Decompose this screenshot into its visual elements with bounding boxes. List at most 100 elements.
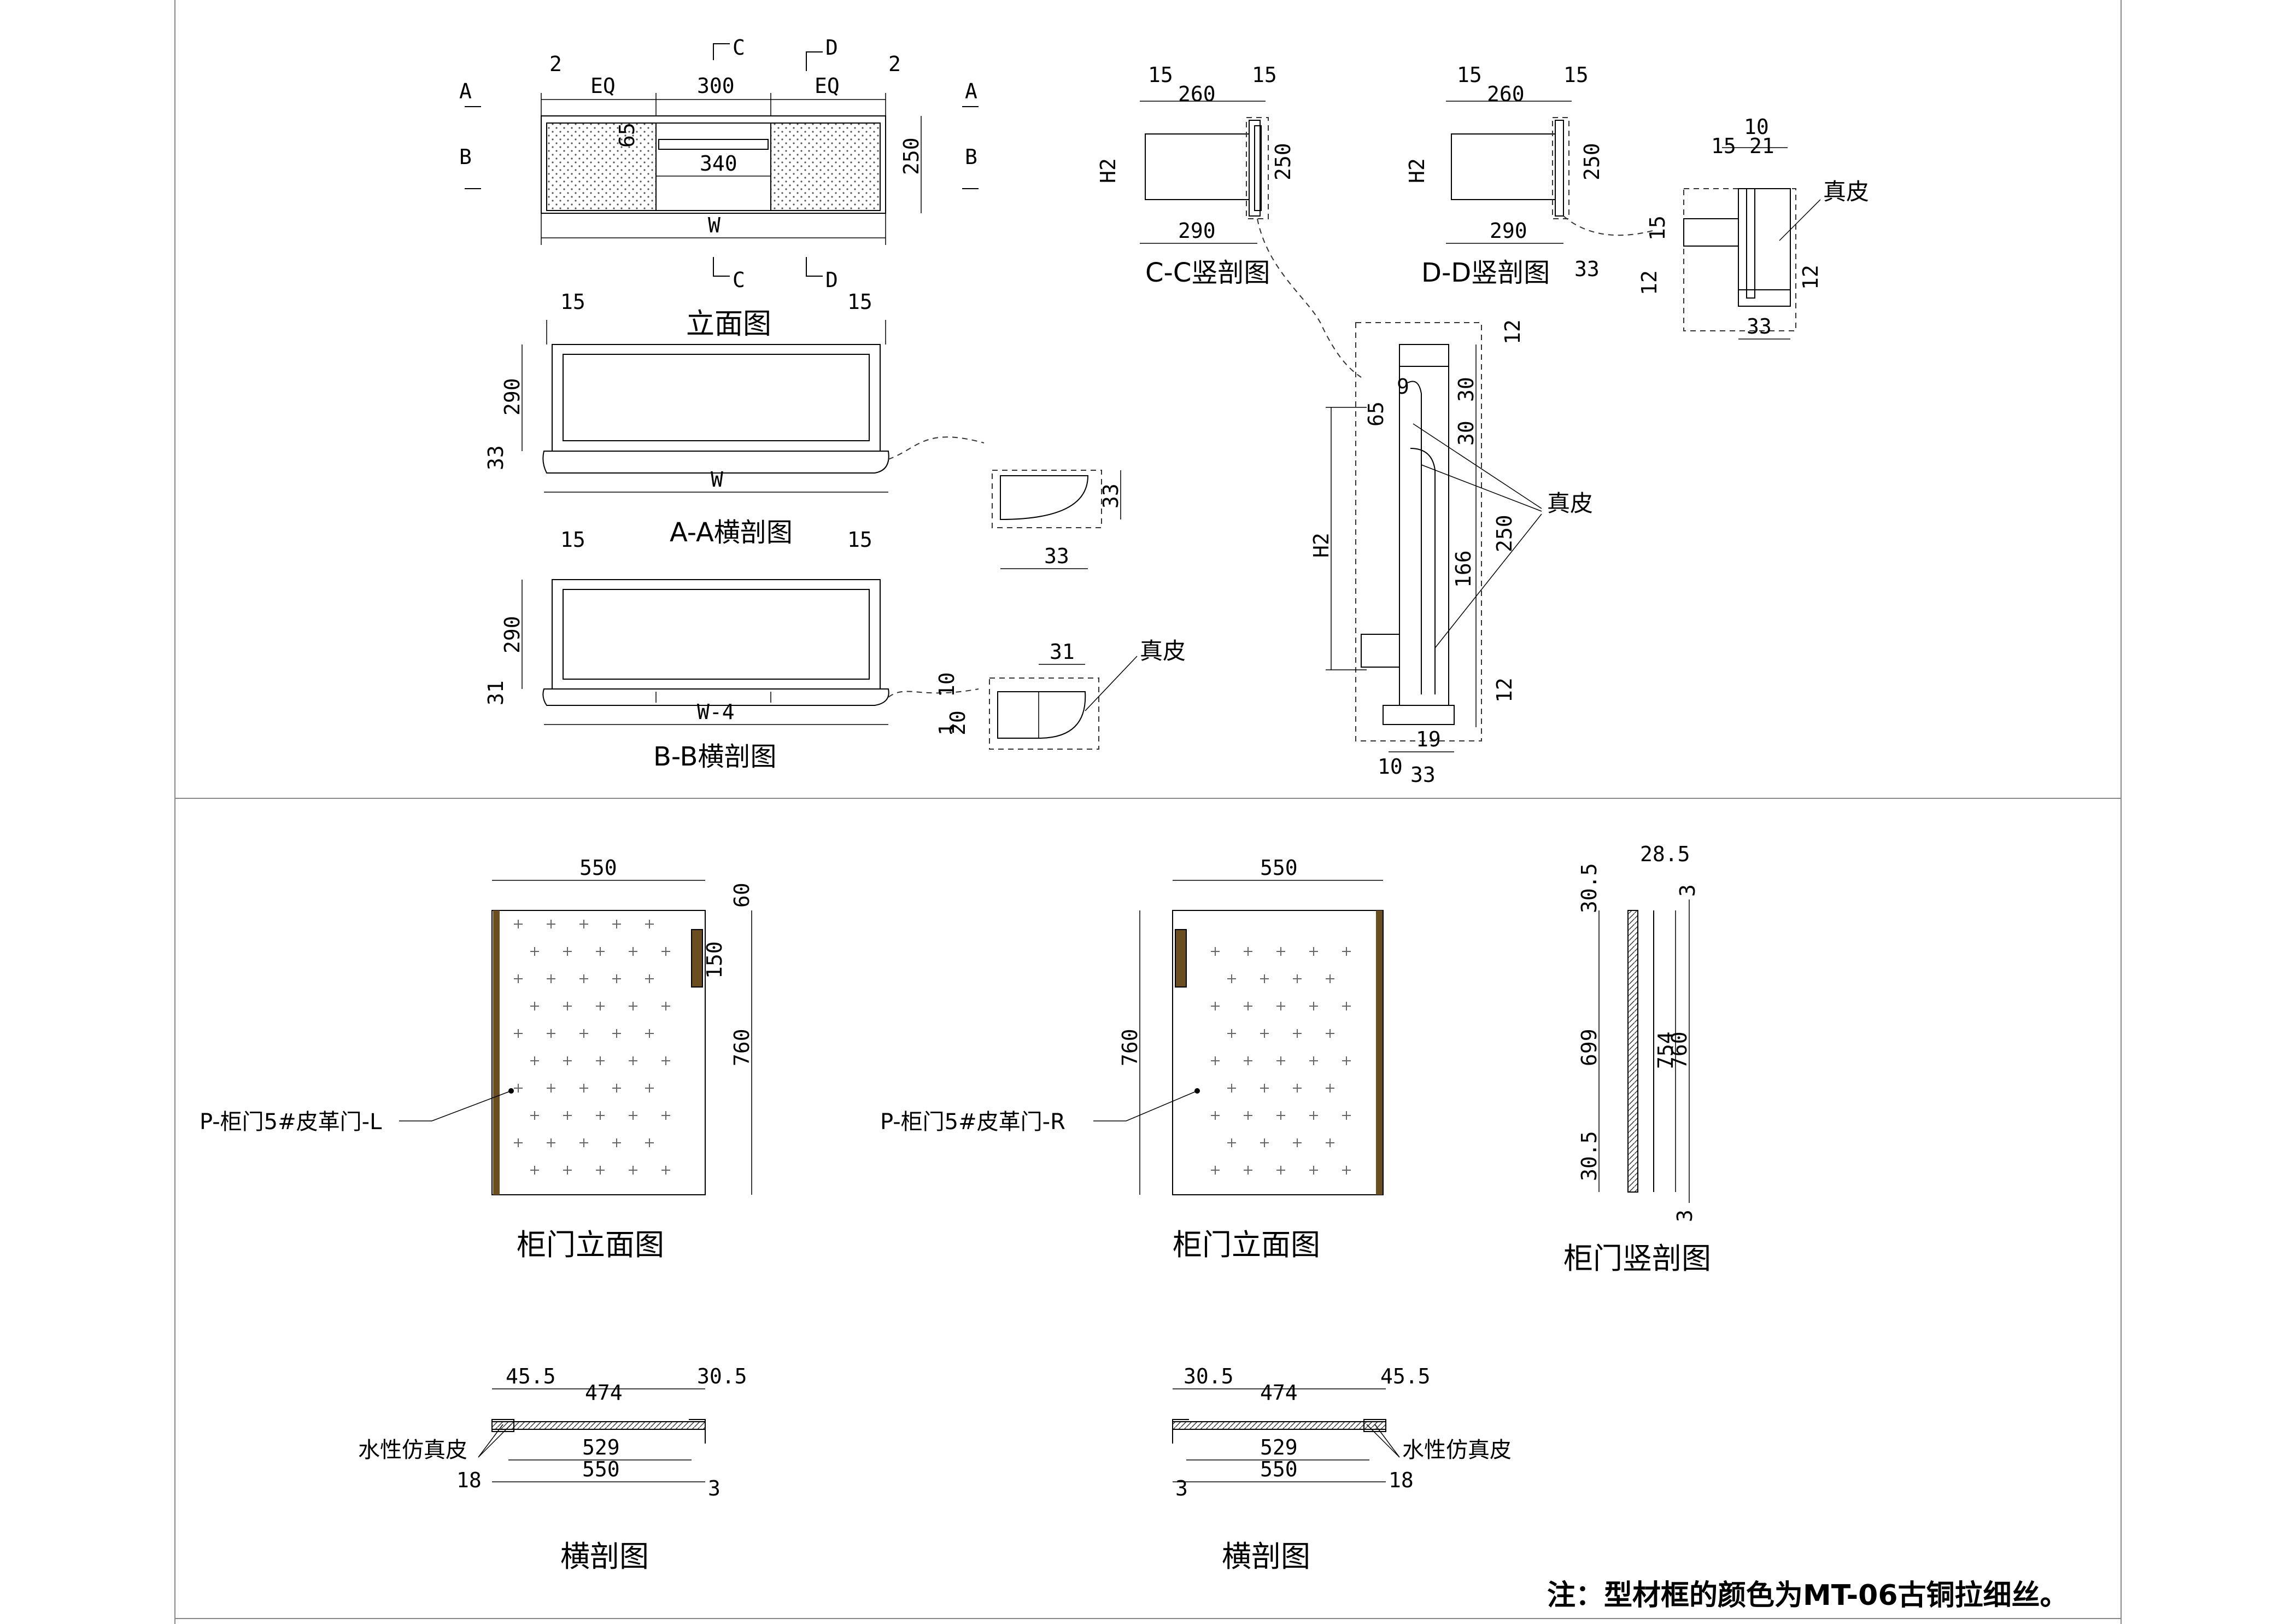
dim-h65: 65: [615, 122, 639, 148]
cc-dim-h2: H2: [1096, 158, 1120, 183]
detail-c-v9: 9: [1397, 375, 1409, 399]
dd-dim-v250: 250: [1580, 143, 1604, 180]
plan-l-550: 550: [582, 1457, 620, 1481]
door-vs-b30: 30.5: [1577, 1131, 1601, 1181]
bb-detail-20: 20: [946, 710, 970, 735]
door-vs-h754: 754: [1654, 1031, 1678, 1069]
detail-r-21: 21: [1749, 134, 1774, 158]
section-bb: 15 15 290 31 W-4 B-B横剖图 31 10 20 1 真皮: [484, 528, 1186, 772]
door-right-w550: 550: [1260, 856, 1298, 880]
door-vs-h760: 760: [1667, 1031, 1691, 1069]
bb-detail-10: 10: [935, 672, 959, 697]
detail-c-v65: 65: [1364, 401, 1388, 427]
door-left-label: P-柜门5#皮革门-L: [200, 1109, 382, 1135]
detail-right: 10 15 21 15 12 12 33 真皮: [1637, 115, 1869, 340]
door-right-title: 柜门立面图: [1173, 1228, 1320, 1262]
door-left-d150: 150: [702, 941, 727, 979]
detail-r-v15: 15: [1645, 215, 1670, 241]
door-left: 550 60 150 760 P-柜门5#皮革门-L 柜门立面图: [200, 856, 754, 1262]
marker-b-right: B: [965, 145, 977, 169]
aa-detail-w33: 33: [1044, 544, 1069, 568]
dd-dim-b: 260: [1487, 82, 1525, 106]
detail-r-10: 10: [1744, 115, 1769, 139]
plan-l-c: 30.5: [697, 1364, 747, 1388]
door-vertical-section: 28.5 30.5 3 699 754 760 30.5 3 柜门竖剖图: [1563, 842, 1711, 1276]
door-vs-t28: 28.5: [1640, 842, 1690, 866]
bb-dim-h31: 31: [484, 680, 508, 705]
plan-l-18: 18: [456, 1468, 482, 1492]
plan-r-label: 水性仿真皮: [1402, 1438, 1512, 1463]
aa-dim-r15: 15: [847, 290, 872, 314]
door-left-w550: 550: [579, 856, 617, 880]
dim-inner: 340: [700, 151, 737, 176]
plan-section-right: 30.5 474 45.5 529 550 18 3 水性仿真皮 横剖图: [1172, 1364, 1512, 1574]
dd-title: D-D竖剖图: [1421, 258, 1550, 288]
aa-dim-l15: 15: [560, 290, 585, 314]
aa-title: A-A横剖图: [670, 517, 793, 548]
marker-a-right: A: [965, 79, 977, 103]
plan-section-left: 45.5 474 30.5 529 550 18 3 水性仿真皮 横剖图: [358, 1364, 747, 1574]
cc-dim-w290: 290: [1178, 219, 1216, 243]
bb-dim-l15: 15: [560, 528, 585, 552]
dim-h250: 250: [899, 137, 923, 175]
cc-dim-c: 15: [1252, 63, 1277, 87]
dim-gap-left: 2: [549, 52, 562, 76]
door-left-title: 柜门立面图: [517, 1228, 664, 1262]
plan-r-550: 550: [1260, 1457, 1298, 1481]
door-vs-t3: 3: [1676, 884, 1700, 897]
door-right-crosses: [1211, 947, 1351, 1175]
bb-detail-1: 1: [935, 723, 959, 735]
dim-eq-left: EQ: [590, 74, 616, 98]
detail-c-w10: 10: [1378, 755, 1403, 779]
plan-r-3: 3: [1175, 1476, 1188, 1500]
door-right-label: P-柜门5#皮革门-R: [880, 1109, 1065, 1135]
bb-leather-label: 真皮: [1140, 638, 1186, 664]
dd-dim-c: 15: [1563, 63, 1589, 87]
bb-detail-31: 31: [1050, 640, 1075, 664]
section-aa: 15 15 290 33 W A-A横剖图 33 33: [484, 290, 1123, 569]
dim-eq-right: EQ: [815, 74, 840, 98]
detail-r-v12b: 12: [1799, 265, 1823, 290]
plan-r-title: 横剖图: [1222, 1539, 1310, 1574]
detail-center: 12 30 30 65 9 H2 250 166 12 10 19 33 真皮: [1309, 319, 1593, 787]
dim-mid: 300: [697, 74, 735, 98]
marker-a-left: A: [459, 79, 472, 103]
bb-title: B-B横剖图: [653, 741, 776, 772]
cc-dim-b: 260: [1178, 82, 1216, 106]
detail-c-bot12: 12: [1492, 677, 1516, 703]
detail-c-v250: 250: [1492, 515, 1516, 552]
dd-dim-a: 15: [1457, 63, 1482, 87]
plan-r-a: 30.5: [1184, 1364, 1234, 1388]
section-dd: 15 260 15 H2 250 290 33 D-D竖剖图: [1405, 63, 1657, 288]
cc-dim-v250: 250: [1271, 143, 1295, 180]
plan-r-529: 529: [1260, 1435, 1298, 1459]
door-vs-t30: 30.5: [1577, 863, 1601, 913]
dim-w: W: [708, 213, 721, 237]
marker-c-top: C: [733, 36, 745, 60]
door-left-h760: 760: [730, 1029, 754, 1066]
dd-dim-d33: 33: [1574, 257, 1600, 281]
bb-dim-h290: 290: [500, 616, 524, 653]
sheet-frame: [174, 0, 2122, 1624]
dd-dim-h2: H2: [1405, 158, 1429, 183]
aa-dim-h290: 290: [500, 378, 524, 416]
plan-l-3: 3: [708, 1476, 721, 1500]
marker-d-top: D: [825, 36, 838, 60]
plan-l-a: 45.5: [506, 1364, 556, 1388]
detail-r-w33: 33: [1747, 314, 1772, 338]
section-cc: 15 260 15 H2 250 290 C-C竖剖图: [1096, 63, 1362, 378]
elevation-title: 立面图: [686, 308, 771, 341]
detail-c-h2: H2: [1309, 533, 1333, 558]
detail-c-w33: 33: [1410, 763, 1436, 787]
door-vs-title: 柜门竖剖图: [1563, 1241, 1711, 1276]
door-left-crosses: [514, 920, 670, 1175]
plan-l-title: 横剖图: [560, 1539, 649, 1574]
door-left-d60: 60: [730, 883, 754, 908]
plan-r-b: 474: [1260, 1381, 1298, 1405]
door-vs-b3: 3: [1673, 1210, 1697, 1222]
marker-c-bottom: C: [733, 268, 745, 292]
detail-r-15: 15: [1711, 134, 1736, 158]
aa-detail-h33: 33: [1099, 483, 1123, 509]
detail-c-top12: 12: [1501, 319, 1525, 344]
